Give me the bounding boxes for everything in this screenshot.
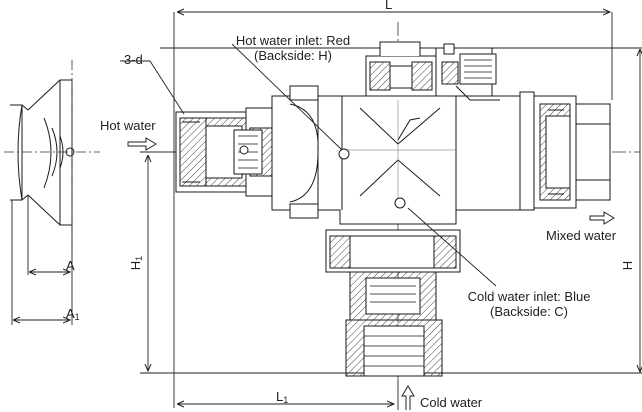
side-view (10, 79, 75, 226)
mixed-water-label: Mixed water (546, 228, 617, 243)
dimension-l-label: L (385, 0, 393, 12)
dimension-a1-sub: 1 (74, 312, 80, 322)
thread-spec-label: 3-d (124, 52, 143, 67)
leader-lines (120, 43, 497, 287)
hot-inlet-title: Hot water inlet: Red (235, 33, 351, 48)
cold-inlet-sub: (Backside: C) (489, 304, 569, 319)
hot-water-label: Hot water (100, 118, 156, 133)
cold-inlet-title: Cold water inlet: Blue (467, 289, 591, 304)
flow-arrows (127, 137, 615, 410)
cold-inlet-fitting (325, 229, 461, 377)
dimension-a-label: A (66, 258, 75, 273)
dimension-h1-sub: 1 (134, 255, 145, 261)
dimension-l1-label: L1 (276, 389, 288, 408)
hot-inlet-sub: (Backside: H) (253, 48, 333, 63)
hot-inlet-callout: Hot water inlet: Red (Backside: H) (218, 33, 368, 63)
dimension-h-label: H (620, 260, 636, 271)
dimension-a-lines (11, 195, 73, 325)
valve-body (271, 85, 535, 225)
dimension-l1-main: L (276, 389, 284, 404)
hot-inlet-fitting (175, 107, 273, 197)
dimension-a1-main: A (66, 306, 75, 321)
cold-inlet-callout: Cold water inlet: Blue (Backside: C) (450, 289, 608, 319)
dimension-h1-label: H1 (128, 256, 144, 270)
dimension-h1-main: H (128, 260, 144, 271)
mixed-outlet-fitting (533, 95, 611, 209)
dimension-l1-sub: 1 (283, 395, 289, 405)
top-cartridge (365, 41, 500, 101)
cold-water-label: Cold water (420, 395, 483, 410)
dimension-a1-label: A1 (66, 306, 80, 325)
